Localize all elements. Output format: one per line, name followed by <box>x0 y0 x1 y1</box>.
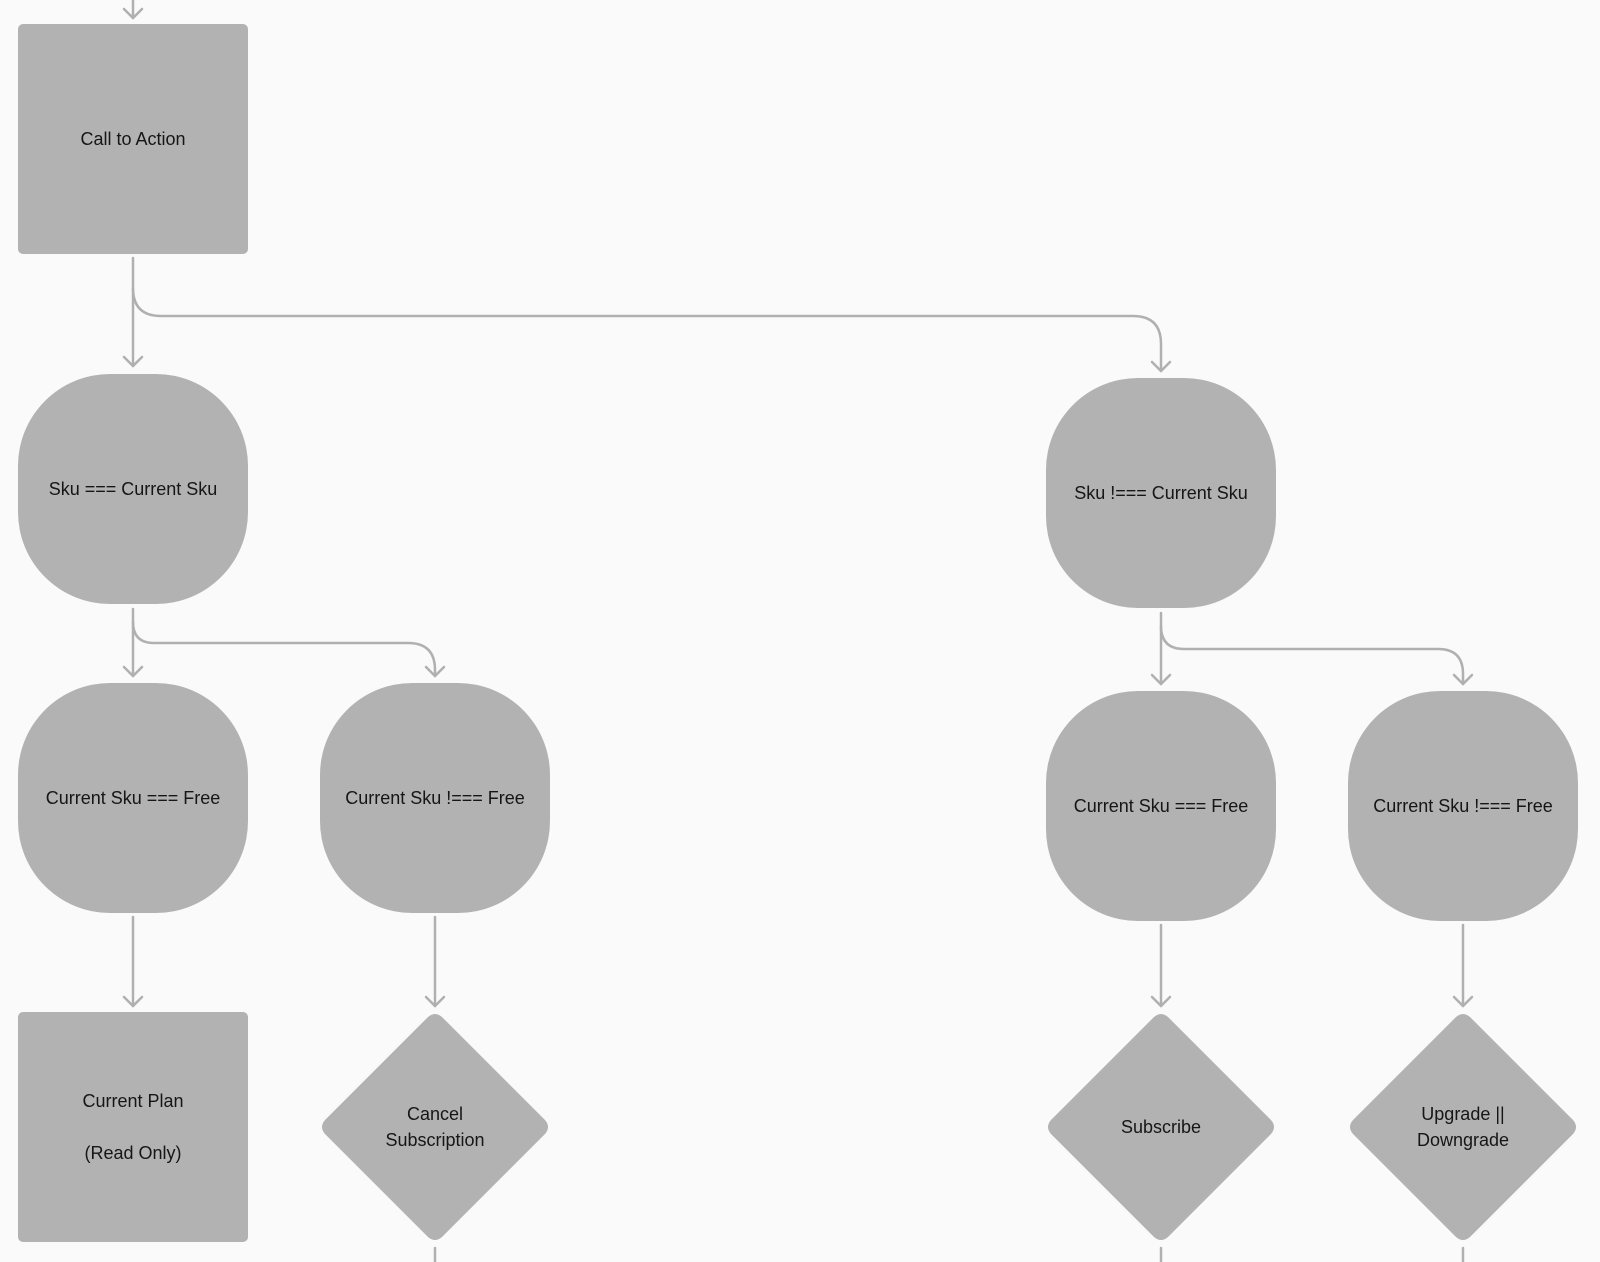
connector-free-to-current-plan <box>122 915 144 1008</box>
connector-not-free-to-cancel <box>424 915 446 1008</box>
connector-sku-not-equal-to-free <box>1150 611 1172 686</box>
subscribe-shape <box>1048 1014 1274 1240</box>
connector-cta-to-sku-equal <box>122 256 144 368</box>
connector-not-free-to-upgrade <box>1452 923 1474 1008</box>
connector-sku-equal-to-not-free <box>131 620 446 678</box>
left-free-node: Current Sku === Free <box>18 683 248 913</box>
connector-sku-equal-to-free <box>122 607 144 678</box>
sku-not-equal-node: Sku !=== Current Sku <box>1046 378 1276 608</box>
current-plan-label: Current Plan <box>82 1090 184 1111</box>
connector-cta-to-sku-not-equal <box>131 286 1172 373</box>
current-plan-text: Current Plan (Read Only) <box>82 1088 183 1166</box>
connector-sku-not-equal-to-not-free <box>1159 624 1474 686</box>
right-free-node: Current Sku === Free <box>1046 691 1276 921</box>
upgrade-downgrade-shape <box>1350 1014 1576 1240</box>
cancel-subscription-shape <box>322 1014 548 1240</box>
call-to-action-node: Call to Action <box>18 24 248 254</box>
current-plan-readonly-label: (Read Only) <box>84 1143 182 1163</box>
subscribe-label: Subscribe <box>1120 1116 1202 1137</box>
connector-free-to-subscribe <box>1150 923 1172 1008</box>
right-not-free-label: Current Sku !=== Free <box>1373 795 1553 816</box>
current-plan-node: Current Plan (Read Only) <box>18 1012 248 1242</box>
sku-not-equal-label: Sku !=== Current Sku <box>1074 482 1248 503</box>
subscribe-node: Subscribe <box>1046 1012 1276 1242</box>
upgrade-downgrade-label: Upgrade || Downgrade <box>1416 1103 1510 1150</box>
left-not-free-label: Current Sku !=== Free <box>345 787 525 808</box>
right-free-label: Current Sku === Free <box>1073 795 1249 816</box>
sku-equal-label: Sku === Current Sku <box>48 478 218 499</box>
right-not-free-node: Current Sku !=== Free <box>1348 691 1578 921</box>
cancel-subscription-label: Cancel Subscription <box>385 1103 485 1150</box>
left-free-label: Current Sku === Free <box>45 787 221 808</box>
sku-equal-node: Sku === Current Sku <box>18 374 248 604</box>
left-not-free-node: Current Sku !=== Free <box>320 683 550 913</box>
cancel-subscription-node: Cancel Subscription <box>320 1012 550 1242</box>
call-to-action-label: Call to Action <box>80 128 186 149</box>
upgrade-downgrade-node: Upgrade || Downgrade <box>1348 1012 1578 1242</box>
connector-incoming <box>122 0 144 20</box>
